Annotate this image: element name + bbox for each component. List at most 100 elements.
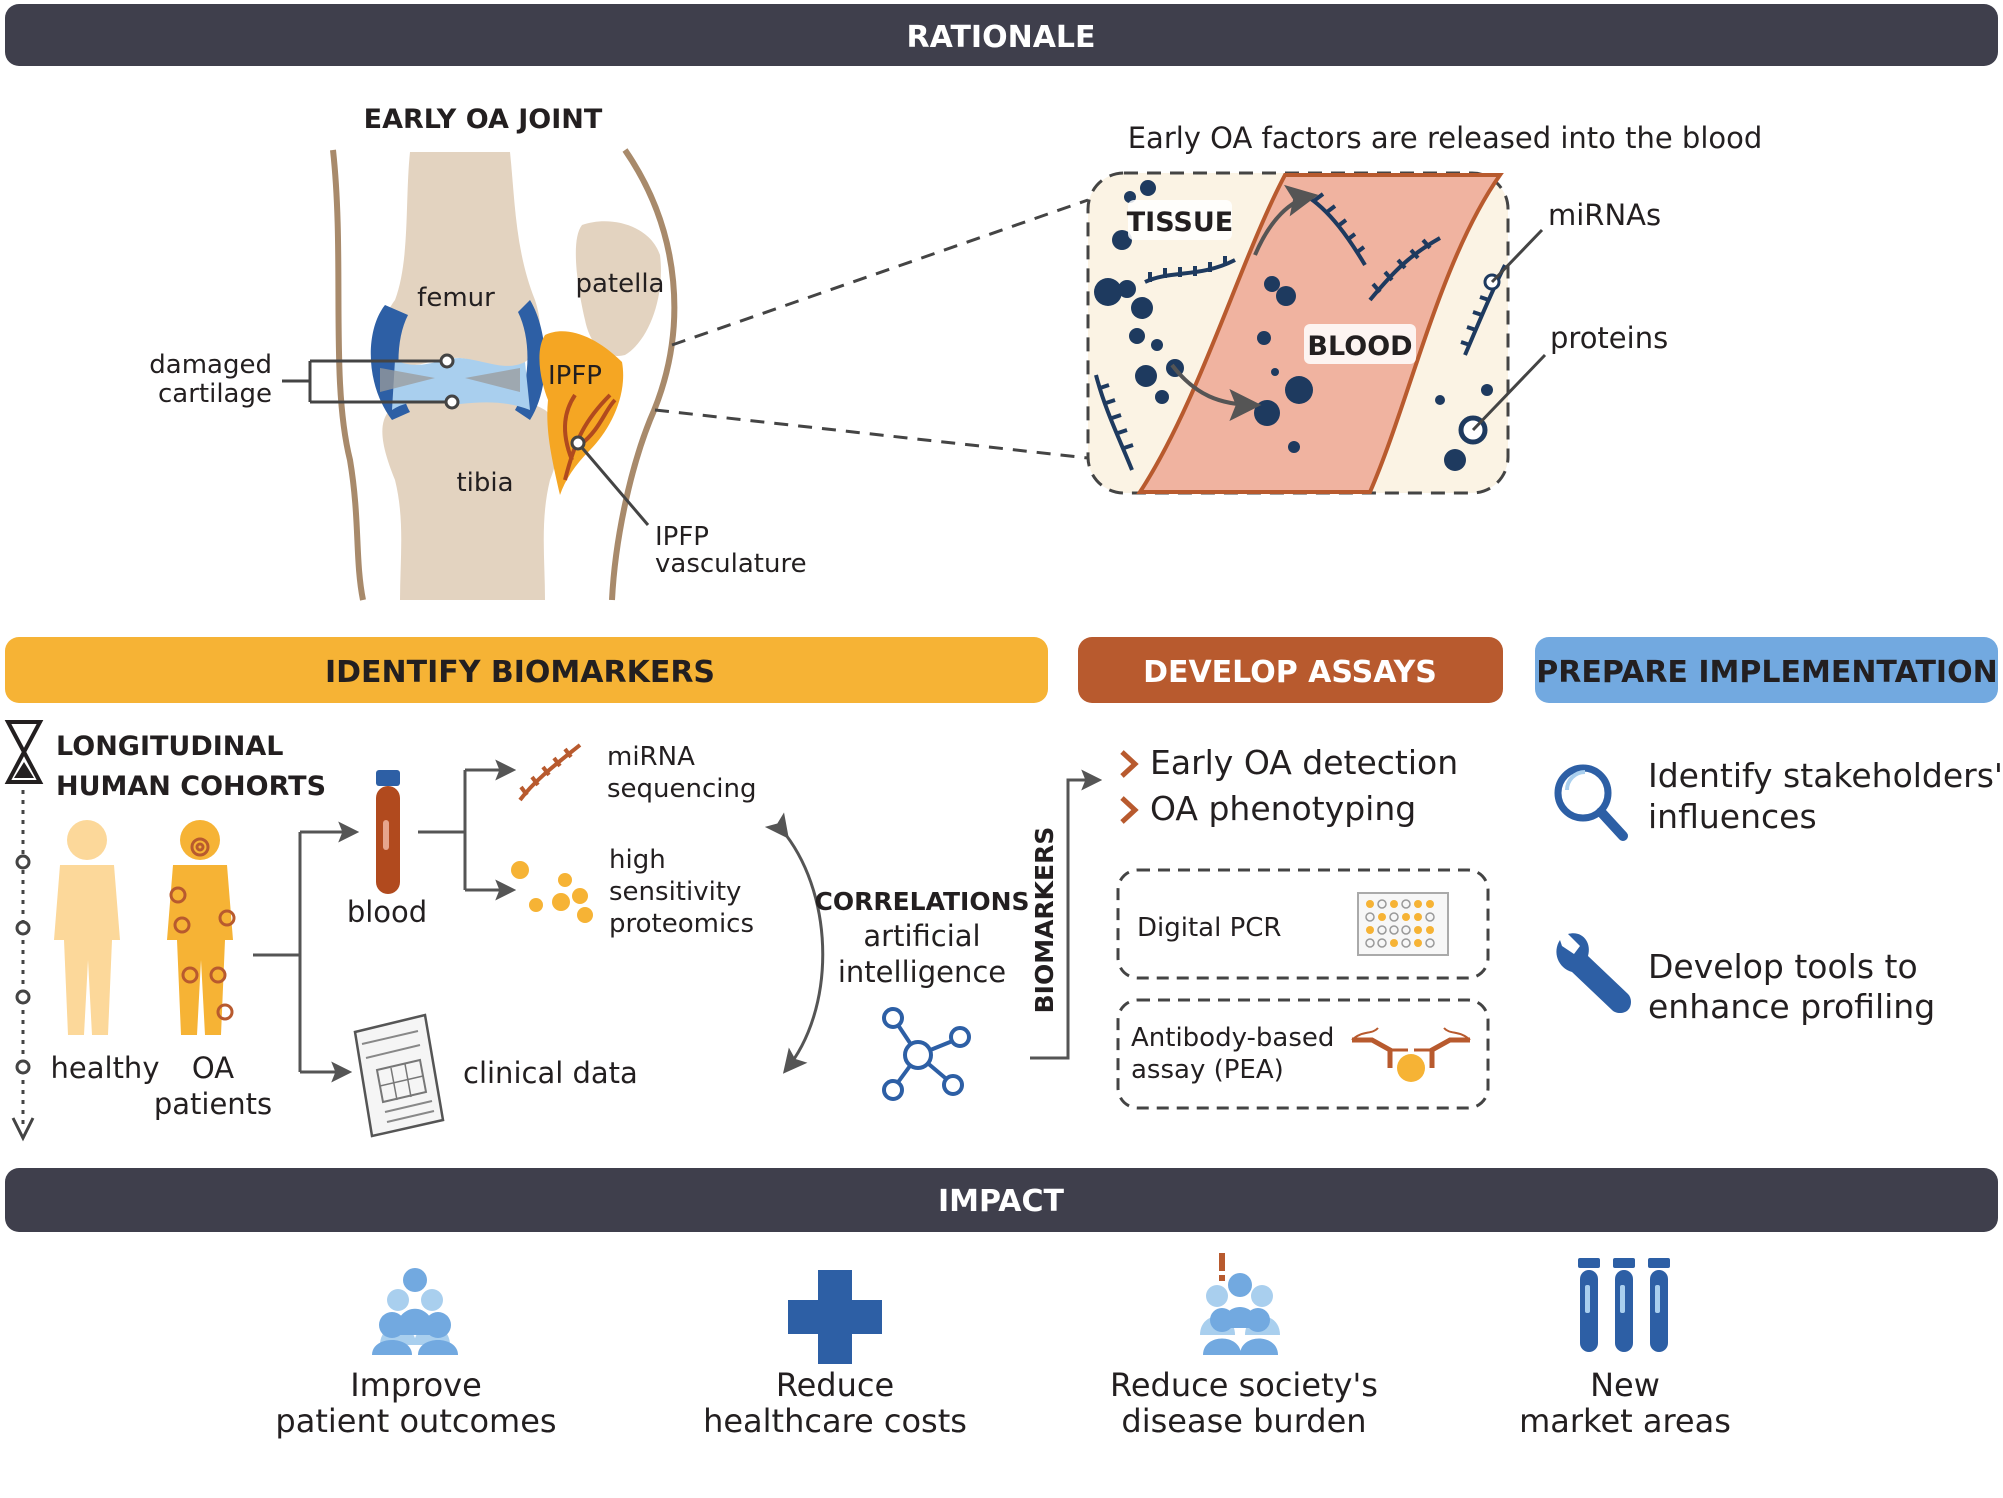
rationale-title: RATIONALE xyxy=(906,20,1095,55)
correlations-label: CORRELATIONS xyxy=(814,887,1029,916)
impact-label-4-line1: New xyxy=(1590,1366,1660,1404)
zoom-line-top xyxy=(671,198,1089,347)
tissue-label-bg xyxy=(1128,200,1232,240)
healthy-person-icon xyxy=(54,820,120,1035)
proteomics-icon xyxy=(511,861,593,923)
skin-line-left xyxy=(330,149,366,601)
cartilage-space xyxy=(392,358,530,410)
ai-label-1: artificial xyxy=(863,919,980,953)
proteins-label: proteins xyxy=(1550,321,1668,355)
impact-label-3-line2: disease burden xyxy=(1121,1402,1366,1440)
identify-title: IDENTIFY BIOMARKERS xyxy=(325,655,715,690)
protein-dots xyxy=(1094,180,1493,471)
bullet-chevron-1 xyxy=(1120,750,1139,778)
cohorts-label-1: LONGITUDINAL xyxy=(56,731,284,762)
ipfp-fat-pad xyxy=(539,331,624,495)
cohorts-section: LONGITUDINAL HUMAN COHORTS healthy OA pa… xyxy=(4,720,326,1142)
early-detection-item: Early OA detection xyxy=(1150,743,1458,782)
tissue-blood-zoom: Early OA factors are released into the b… xyxy=(1086,121,1763,495)
impact-title: IMPACT xyxy=(938,1184,1064,1219)
phenotyping-item: OA phenotyping xyxy=(1150,789,1416,828)
proteomics-label-2: sensitivity xyxy=(609,877,741,907)
damaged-cartilage-left xyxy=(380,368,435,392)
prepare-section: Identify stakeholders' influences Develo… xyxy=(1554,756,2003,1026)
impact-label-1-line2: patient outcomes xyxy=(275,1402,556,1440)
develop-assays-section: Early OA detection OA phenotyping Digita… xyxy=(1116,743,1490,1110)
patients-group-icon xyxy=(372,1268,458,1355)
ipfp-vasculature-label-2: vasculature xyxy=(655,549,807,579)
develop-title: DEVELOP ASSAYS xyxy=(1143,655,1437,690)
wrench-icon xyxy=(1556,933,1631,1013)
femur-label: femur xyxy=(417,283,495,313)
oa-patient-icon xyxy=(167,820,236,1035)
hourglass-icon xyxy=(4,720,44,784)
vasculature-callout-line xyxy=(576,442,650,526)
proteomics-label-1: high xyxy=(609,845,666,875)
society-burden-icon xyxy=(1200,1253,1280,1355)
meniscus-right xyxy=(515,300,546,420)
zoom-line-bottom xyxy=(654,408,1089,460)
cohort-connector xyxy=(253,832,302,1072)
impact-label-1-line1: Improve xyxy=(350,1366,482,1404)
prepare-bar: PREPARE IMPLEMENTATION xyxy=(1535,637,1998,703)
stakeholders-label-1: Identify stakeholders' xyxy=(1648,756,2003,795)
cartilage-callout-dot-1 xyxy=(439,353,455,369)
protein-release-arrow xyxy=(1170,363,1262,421)
impact-label-2-line2: healthcare costs xyxy=(703,1402,967,1440)
mirna-icon xyxy=(518,743,582,802)
patella-bone xyxy=(575,221,661,356)
release-title: Early OA factors are released into the b… xyxy=(1128,121,1763,155)
antibody-icon xyxy=(1351,1027,1471,1082)
blood-sample-label: blood xyxy=(347,895,427,929)
biomarkers-label: BIOMARKERS xyxy=(1030,827,1059,1014)
bullet-chevron-2 xyxy=(1120,796,1139,824)
cohorts-label-2: HUMAN COHORTS xyxy=(56,771,326,802)
timeline-dot-2 xyxy=(15,920,31,936)
biomarkers-bracket-arrow xyxy=(1030,769,1103,1060)
ipfp-vasculature-label-1: IPFP xyxy=(655,522,709,552)
femur-bone xyxy=(381,152,540,368)
tissue-to-blood-arrow xyxy=(1253,184,1319,256)
digital-pcr-label: Digital PCR xyxy=(1137,913,1282,943)
damaged-cartilage-right xyxy=(465,368,520,392)
damaged-cartilage-label-2: cartilage xyxy=(158,379,272,409)
mirna-seq-label-1: miRNA xyxy=(607,742,695,772)
oa-label-2: patients xyxy=(154,1087,272,1121)
protein-callout-line xyxy=(1471,353,1547,432)
timeline-dot-1 xyxy=(15,854,31,870)
hourglass-sand xyxy=(14,762,34,778)
develop-bar: DEVELOP ASSAYS xyxy=(1078,637,1503,703)
blood-label: BLOOD xyxy=(1307,331,1412,362)
blood-tube-icon xyxy=(376,770,400,894)
blood-connector xyxy=(418,770,467,890)
mirna-seq-label-2: sequencing xyxy=(607,774,757,804)
timeline-dot-3 xyxy=(15,989,31,1005)
patella-label: patella xyxy=(575,269,664,299)
clinical-data-icon xyxy=(353,1013,445,1138)
stakeholders-label-2: influences xyxy=(1648,797,1817,836)
test-tubes-icon xyxy=(1578,1258,1670,1352)
impact-label-3-line1: Reduce society's xyxy=(1110,1366,1378,1404)
proteomics-label-3: proteomics xyxy=(609,909,754,939)
rationale-bar: RATIONALE xyxy=(5,4,1998,66)
correlation-curved-arrow xyxy=(764,812,825,1074)
vasculature-callout-dot xyxy=(570,435,586,451)
impact-label-4-line2: market areas xyxy=(1519,1402,1731,1440)
digital-pcr-box xyxy=(1116,868,1490,980)
tools-label-2: enhance profiling xyxy=(1648,987,1935,1026)
medical-cross-icon xyxy=(788,1270,882,1364)
timeline-dot-4 xyxy=(15,1059,31,1075)
clinical-data-label: clinical data xyxy=(463,1056,638,1090)
pea-label-1: Antibody-based xyxy=(1131,1023,1334,1053)
damaged-cartilage-label-1: damaged xyxy=(149,350,272,380)
ai-label-2: intelligence xyxy=(838,955,1006,989)
pcr-plate-icon xyxy=(1357,892,1449,956)
prepare-title: PREPARE IMPLEMENTATION xyxy=(1536,655,1997,690)
healthy-label: healthy xyxy=(51,1051,160,1085)
knee-joint-illustration: EARLY OA JOINT femur patella tibia IPFP … xyxy=(149,104,807,601)
tibia-label: tibia xyxy=(456,468,513,498)
tibia-bone xyxy=(382,399,559,600)
mirnas-label: miRNAs xyxy=(1548,198,1661,232)
